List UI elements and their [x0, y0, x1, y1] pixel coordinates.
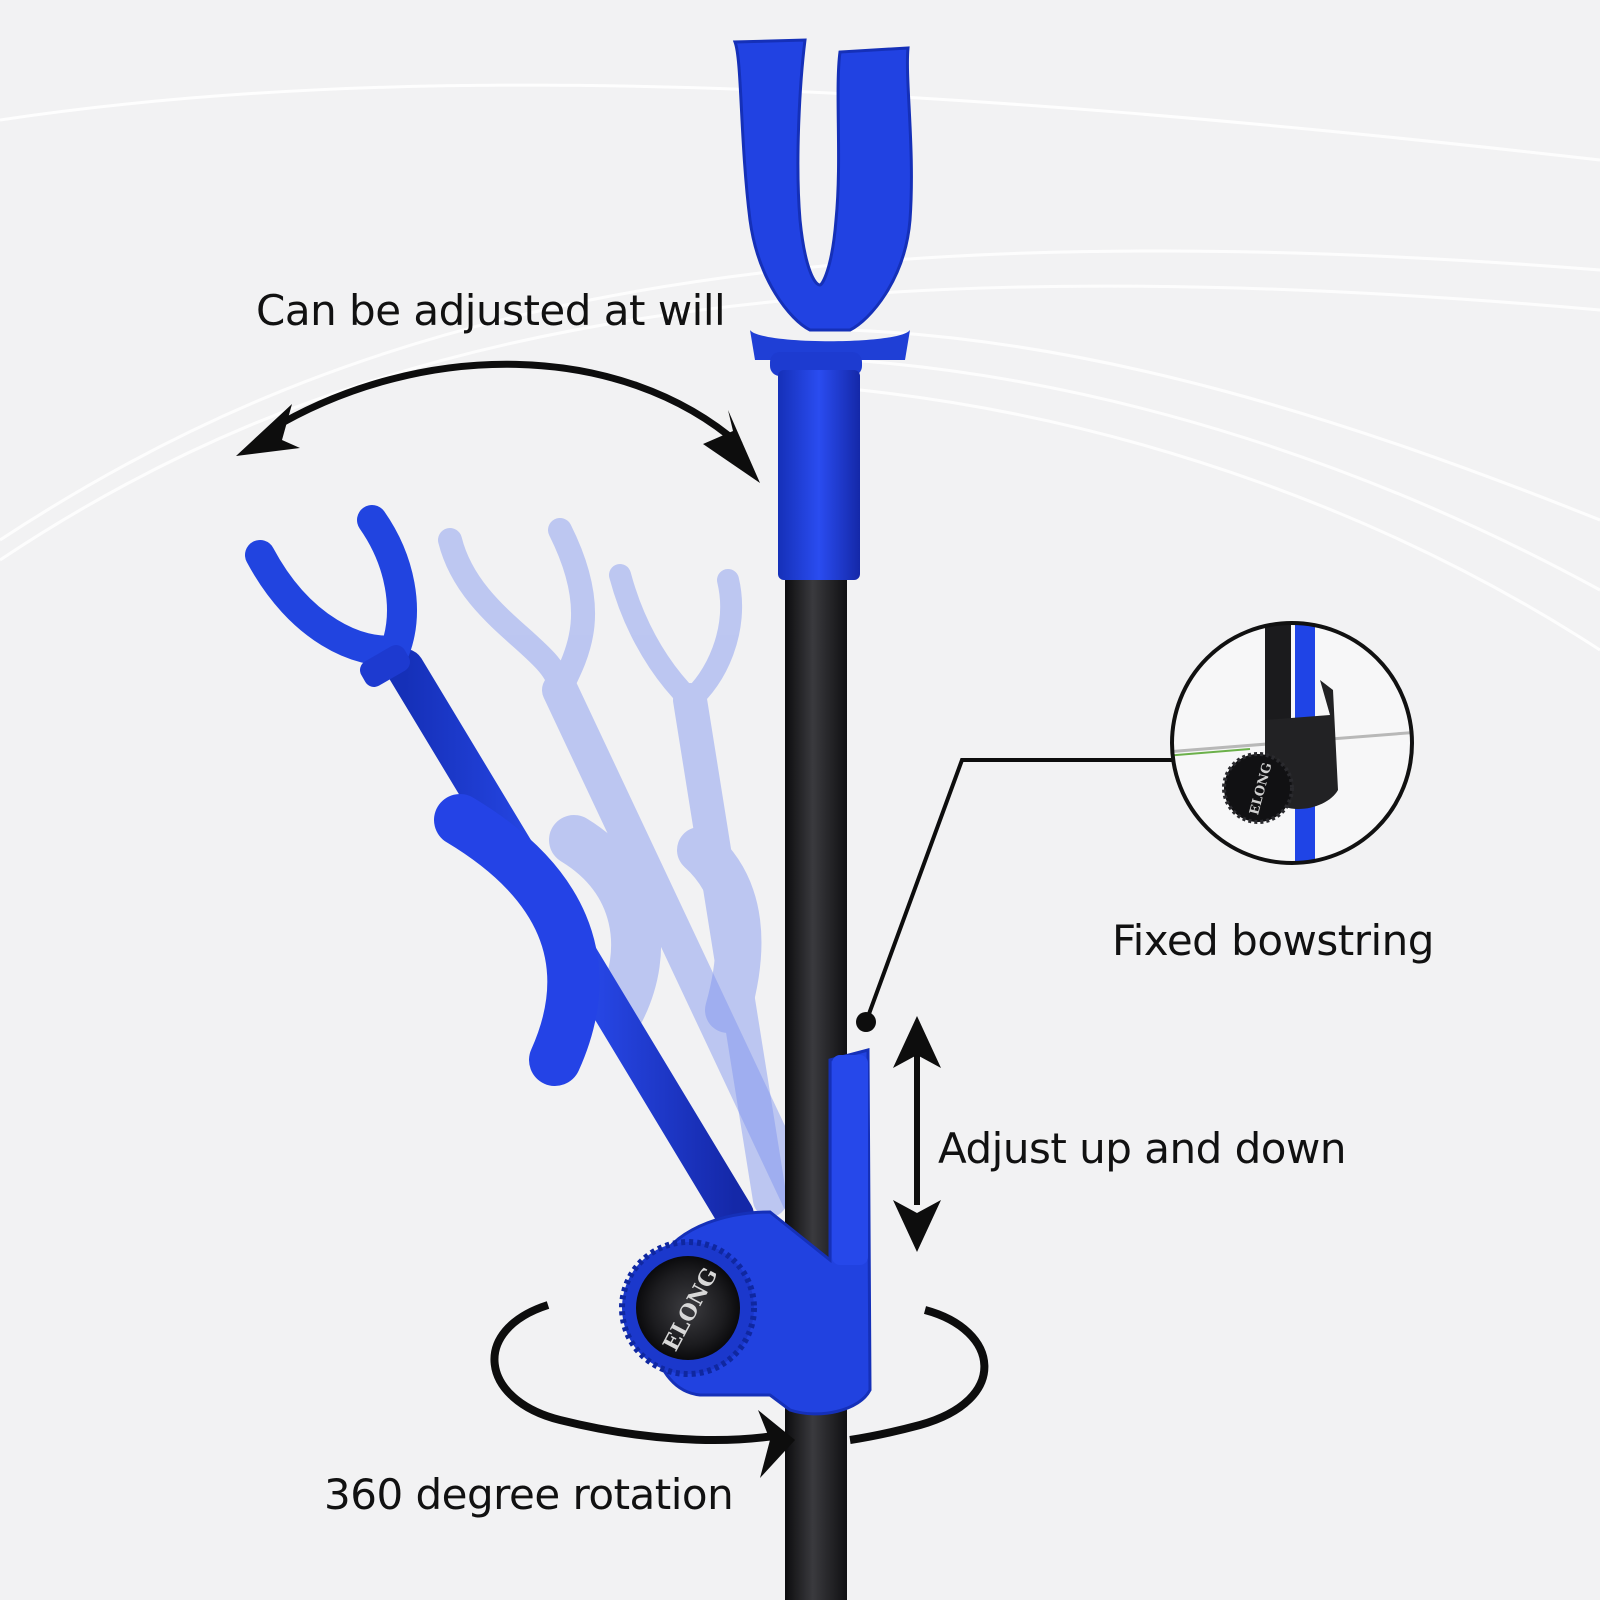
- label-adjust-at-will: Can be adjusted at will: [256, 286, 726, 335]
- label-fixed-bowstring: Fixed bowstring: [1112, 916, 1434, 965]
- ghost-arm-middle: [438, 518, 818, 1218]
- label-adjust-up-down: Adjust up and down: [938, 1124, 1346, 1173]
- swing-arrow: [236, 360, 760, 483]
- adjustment-knob: ELONG: [619, 1239, 757, 1377]
- rotation-arrow: [490, 1301, 989, 1444]
- background-swoosh-lines: [0, 83, 1600, 652]
- upright-holder: [732, 38, 913, 580]
- callout-leader: [856, 758, 1172, 1032]
- inset-detail: ELONG: [1170, 621, 1414, 865]
- label-rotation: 360 degree rotation: [324, 1470, 734, 1519]
- tilted-holder-arm: [245, 505, 754, 1234]
- rotation-arrowhead: [758, 1410, 795, 1478]
- ghost-arm-right: [609, 564, 787, 1217]
- vertical-arrow: [893, 1016, 941, 1252]
